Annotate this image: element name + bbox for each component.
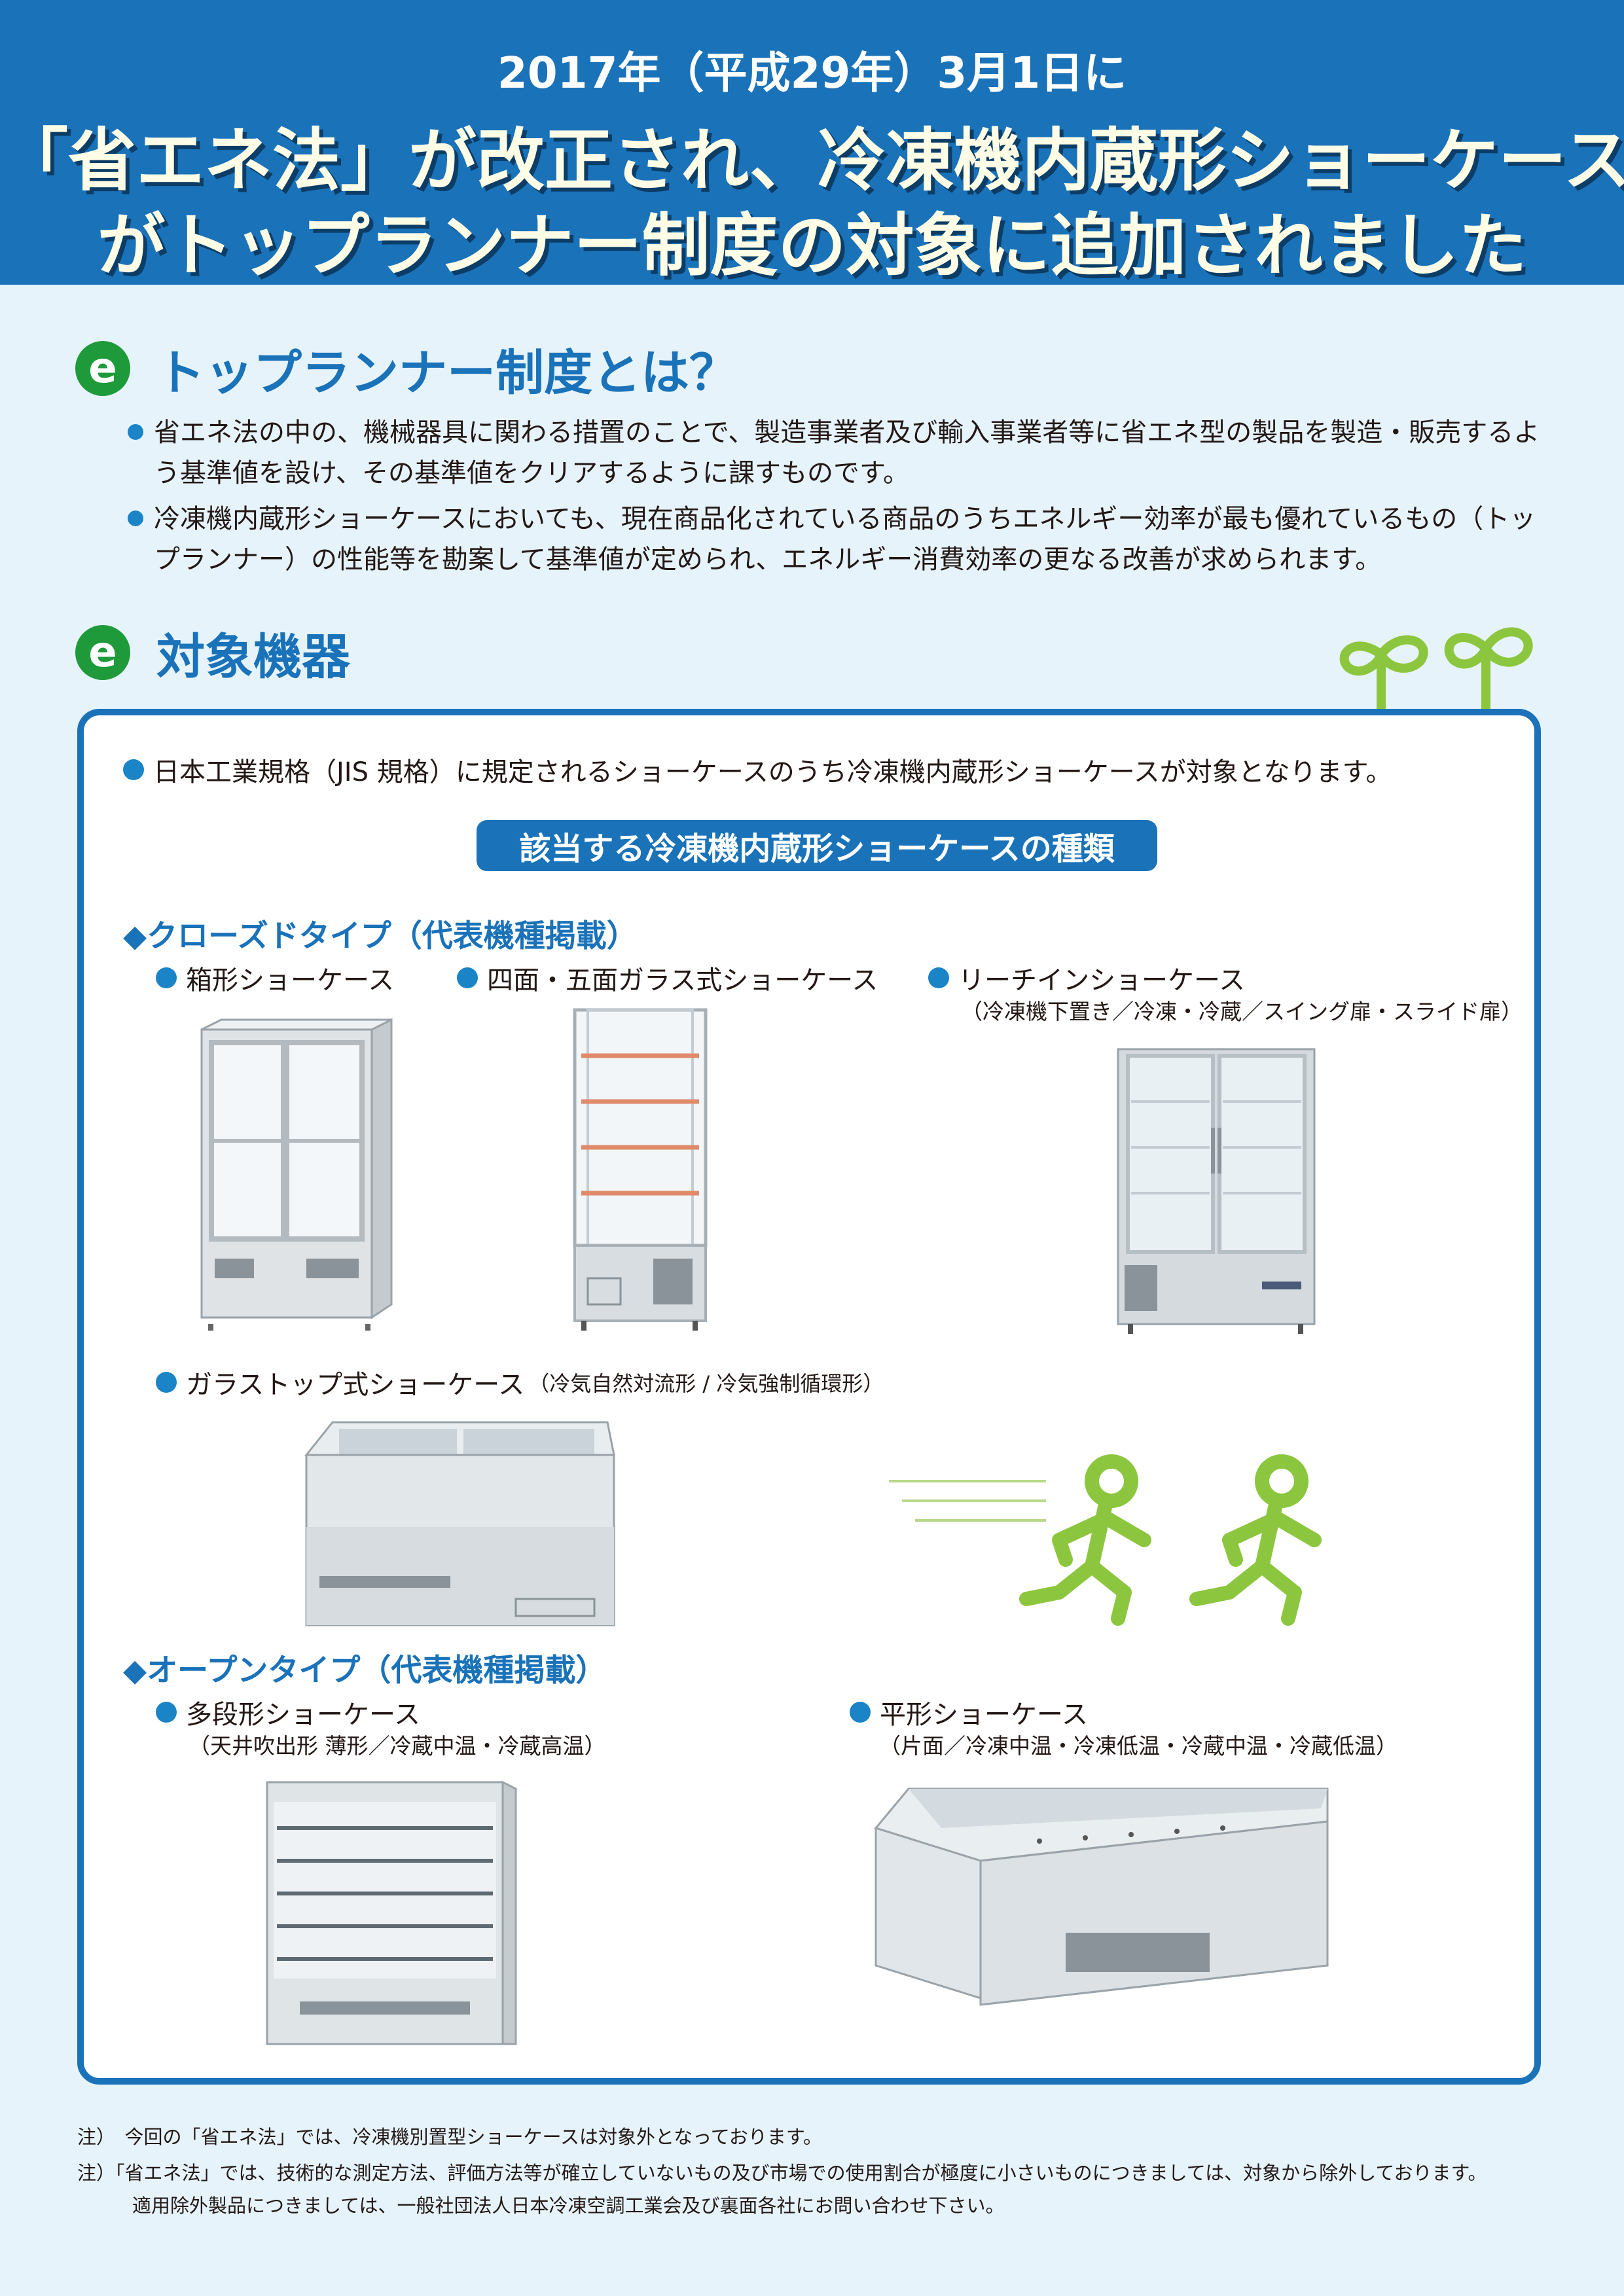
note-2: 注）「省エネ法」では、技術的な測定方法、評価方法等が確立していないもの及び市場で… xyxy=(77,2162,1487,2184)
lead-text: 日本工業規格（JIS 規格）に規定されるショーケースのうち冷凍機内蔵形ショーケー… xyxy=(123,751,1392,789)
flat-showcase-image xyxy=(874,1787,1329,2006)
bullet-dot-icon xyxy=(928,967,949,988)
types-subheading: 該当する冷凍機内蔵形ショーケースの種類 xyxy=(477,820,1157,871)
running-figures-illustration xyxy=(889,1454,1322,1626)
section-title: トップランナー制度とは？ xyxy=(156,344,738,401)
bullet-dot-icon xyxy=(123,759,144,780)
sprouts-illustration xyxy=(1339,627,1533,718)
target-devices-panel: 日本工業規格（JIS 規格）に規定されるショーケースのうち冷凍機内蔵形ショーケー… xyxy=(77,709,1541,2085)
bullet-dot-icon xyxy=(128,424,143,440)
bullet-dot-icon xyxy=(128,511,143,526)
bullet-dot-icon xyxy=(156,967,177,988)
e-logo-icon: e xyxy=(75,341,130,396)
bullet-dot-icon xyxy=(156,1372,177,1393)
closed-type-heading: ◆クローズドタイプ（代表機種掲載） xyxy=(123,918,638,954)
item-reach-in-showcase: リーチインショーケース xyxy=(928,959,1245,997)
header-title-line2: がトップランナー制度の対象に追加されました xyxy=(97,206,1527,285)
header-date: 2017年（平成29年）3月1日に xyxy=(497,48,1127,98)
reach-in-showcase-image xyxy=(1117,1048,1316,1334)
item-glass-showcase: 四面・五面ガラス式ショーケース xyxy=(457,959,878,997)
item-reach-in-sub: （冷凍機下置き／冷凍・冷蔵／スイング扉・スライド扉） xyxy=(961,999,1523,1024)
bullet-dot-icon xyxy=(156,1702,177,1723)
item-box-showcase: 箱形ショーケース xyxy=(156,959,394,997)
bullet-text: 冷凍機内蔵形ショーケースにおいても、現在商品化されている商品のうちエネルギー効率… xyxy=(154,504,1536,575)
section-top-runner-heading: e トップランナー制度とは？ xyxy=(75,339,738,401)
item-flat-sub: （片面／冷凍中温・冷凍低温・冷蔵中温・冷蔵低温） xyxy=(879,1733,1398,1759)
glass-top-showcase-image xyxy=(304,1421,615,1626)
section-title: 対象機器 xyxy=(156,628,350,685)
item-multi-deck-sub: （天井吹出形 薄形／冷蔵中温・冷蔵高温） xyxy=(189,1733,606,1759)
bullet-text: 省エネ法の中の、機械器具に関わる措置のことで、製造事業者及び輸入事業者等に省エネ… xyxy=(154,418,1540,488)
e-logo-icon: e xyxy=(75,625,130,680)
bullet-dot-icon xyxy=(850,1702,871,1723)
note-1: 注） 今回の「省エネ法」では、冷凍機別置型ショーケースは対象外となっております。 xyxy=(77,2126,822,2148)
item-glass-top-showcase: ガラストップ式ショーケース （冷気自然対流形 / 冷気強制循環形） xyxy=(156,1363,884,1401)
bullet-item: 省エネ法の中の、機械器具に関わる措置のことで、製造事業者及び輸入事業者等に省エネ… xyxy=(128,412,1548,493)
item-flat-showcase: 平形ショーケース xyxy=(850,1693,1088,1731)
bullet-dot-icon xyxy=(457,967,478,988)
header-title-line1: 「省エネ法」が改正され、冷凍機内蔵形ショーケース xyxy=(0,120,1624,200)
multi-deck-showcase-image xyxy=(266,1780,517,2045)
glass-showcase-image xyxy=(573,1008,708,1331)
section-target-heading: e 対象機器 xyxy=(75,623,350,685)
bullet-item: 冷凍機内蔵形ショーケースにおいても、現在商品化されている商品のうちエネルギー効率… xyxy=(128,499,1548,580)
item-multi-deck-showcase: 多段形ショーケース xyxy=(156,1693,420,1731)
open-type-heading: ◆オープンタイプ（代表機種掲載） xyxy=(123,1653,607,1689)
note-3: 適用除外製品につきましては、一般社団法人日本冷凍空調工業会及び裏面各社にお問い合… xyxy=(132,2195,1005,2217)
page-header: 2017年（平成29年）3月1日に 「省エネ法」が改正され、冷凍機内蔵形ショーケ… xyxy=(0,0,1624,285)
box-showcase-image xyxy=(200,1018,393,1331)
